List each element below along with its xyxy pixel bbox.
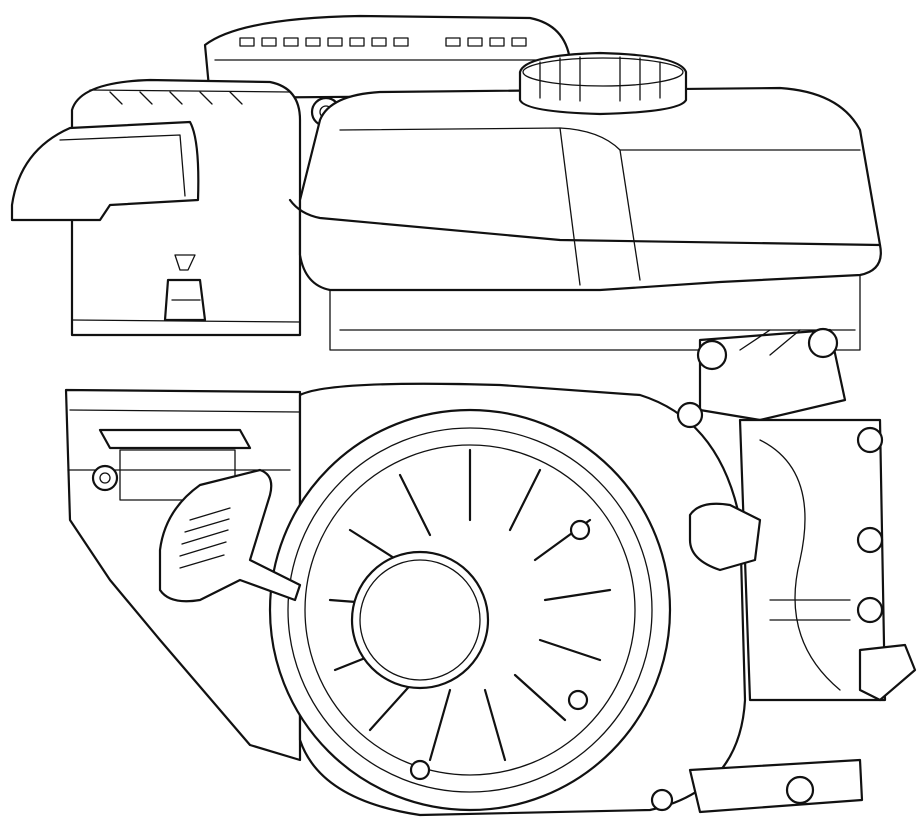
air-cleaner-top-vents — [109, 91, 243, 105]
fuel-cap — [518, 51, 688, 116]
muffler-heat-shield — [203, 14, 572, 128]
muffler-vent-slots — [239, 37, 527, 47]
air-cleaner-housing — [10, 78, 302, 337]
governor-throttle-linkage — [676, 327, 917, 702]
oil-drain-plug — [650, 758, 864, 814]
handle-grip-texture — [179, 507, 231, 569]
starter-pull-handle — [158, 468, 302, 603]
fuel-tank — [288, 86, 882, 351]
recoil-starter-cover — [268, 382, 747, 817]
